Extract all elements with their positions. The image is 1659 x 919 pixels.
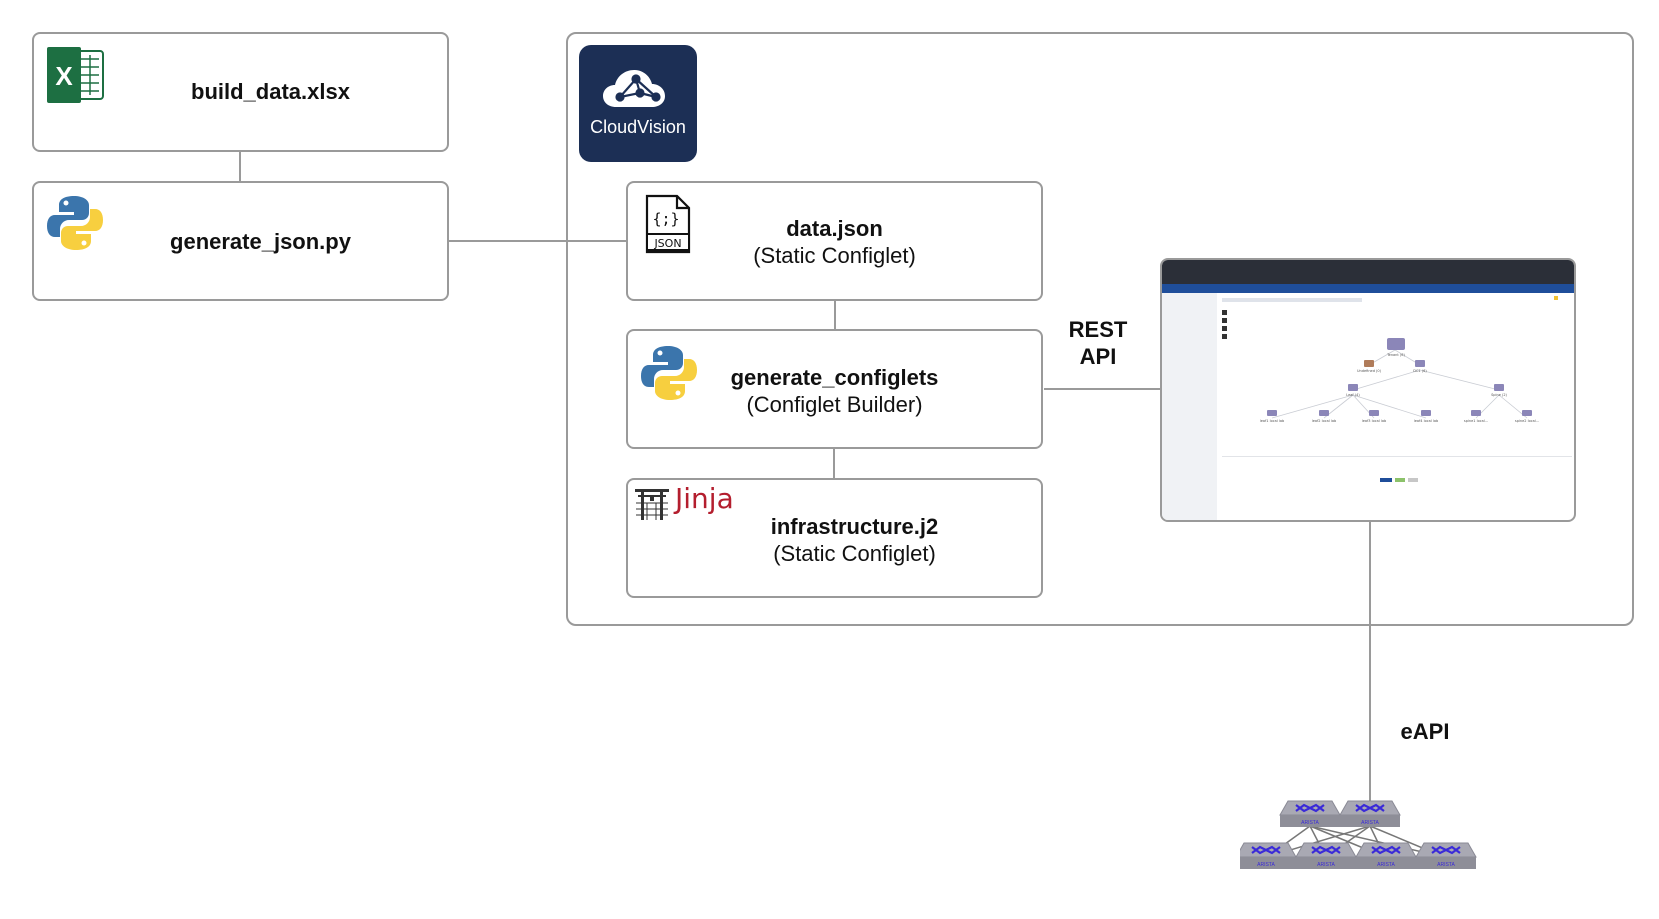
rest-api-label-line2: API (1079, 344, 1117, 369)
arista-switch-label: ARISTA (1301, 820, 1319, 826)
infrastructure-j2-title: infrastructure.j2 (770, 514, 939, 539)
excel-icon: X (47, 47, 104, 103)
rest-api-label-line1: REST (1068, 317, 1128, 342)
svg-text:X: X (55, 61, 73, 91)
arista-switch-icon: ARISTA (1279, 800, 1341, 827)
topology-leaf-label: spine2 local... (1515, 419, 1539, 423)
excel-file-title: build_data.xlsx (191, 79, 350, 104)
generate-json-title: generate_json.py (170, 229, 351, 254)
excel-box: X build_data.xlsx (32, 32, 449, 152)
topology-node-label: Leaf (4) (1346, 393, 1360, 397)
arista-switch-icon: ARISTA (1339, 800, 1401, 827)
svg-text:{;}: {;} (652, 210, 679, 228)
arista-switch-label: ARISTA (1437, 862, 1455, 868)
svg-text:JSON: JSON (653, 237, 681, 250)
arista-switch-icon: ARISTA (1355, 842, 1417, 869)
topology-node-label: Tenant (6) (1386, 353, 1405, 357)
app-sidebar (1162, 293, 1217, 520)
cloudvision-logo: CloudVision (579, 45, 697, 162)
arista-switch-label: ARISTA (1257, 862, 1275, 868)
configlet-builder-title: generate_configlets (730, 365, 939, 390)
jinja-icon: Jinja (675, 482, 734, 515)
json-file-icon: {;} JSON (645, 194, 691, 254)
topology-node-label: Spine (2) (1491, 393, 1507, 397)
generate-json-box: generate_json.py (32, 181, 449, 301)
infrastructure-j2-subtitle: (Static Configlet) (773, 541, 936, 566)
topology-leaf-label: leaf1 local lab (1260, 419, 1285, 423)
arista-switch-icon: ARISTA (1295, 842, 1357, 869)
arista-switch-label: ARISTA (1361, 820, 1379, 826)
app-nav-bar (1162, 284, 1574, 293)
cloud-network-icon (603, 70, 665, 107)
arista-switch-label: ARISTA (1377, 862, 1395, 868)
infrastructure-j2-box: infrastructure.j2 (Static Configlet) (626, 478, 1043, 598)
eapi-label: eAPI (1400, 719, 1450, 744)
data-json-box: {;} JSON data.json (Static Configlet) (626, 181, 1043, 301)
arista-switch-fabric: ARISTA ARISTA ARISTA ARISTA ARISTA ARISTA (1240, 800, 1477, 869)
python-icon (47, 196, 103, 250)
cloudvision-container (566, 32, 1634, 626)
data-json-title: data.json (786, 216, 883, 241)
cloudvision-logo-text: CloudVision (590, 117, 686, 137)
data-json-subtitle: (Static Configlet) (753, 243, 916, 268)
browser-chrome (1162, 260, 1574, 284)
arista-switch-label: ARISTA (1317, 862, 1335, 868)
topology-node-label: DC1 (6) (1413, 369, 1427, 373)
topology-node-label: Undefined (0) (1357, 369, 1382, 373)
topology-leaf-label: spine1 local... (1464, 419, 1488, 423)
torii-gate-icon (635, 489, 669, 520)
python-icon (641, 346, 697, 400)
configlet-builder-subtitle: (Configlet Builder) (746, 392, 923, 417)
arista-switch-icon: ARISTA (1240, 842, 1297, 869)
configlet-builder-box: generate_configlets (Configlet Builder) (626, 329, 1043, 449)
rest-api-label: REST API (1056, 316, 1140, 370)
arista-switch-icon: ARISTA (1415, 842, 1477, 869)
topology-view: Tenant (6) Undefined (0) DC1 (6) Leaf (4… (1222, 296, 1572, 482)
topology-leaf-label: leaf2 local lab (1312, 419, 1337, 423)
topology-leaf-label: leaf4 local lab (1414, 419, 1439, 423)
cloudvision-screenshot: Tenant (6) Undefined (0) DC1 (6) Leaf (4… (1160, 258, 1576, 522)
topology-leaf-label: leaf3 local lab (1362, 419, 1387, 423)
